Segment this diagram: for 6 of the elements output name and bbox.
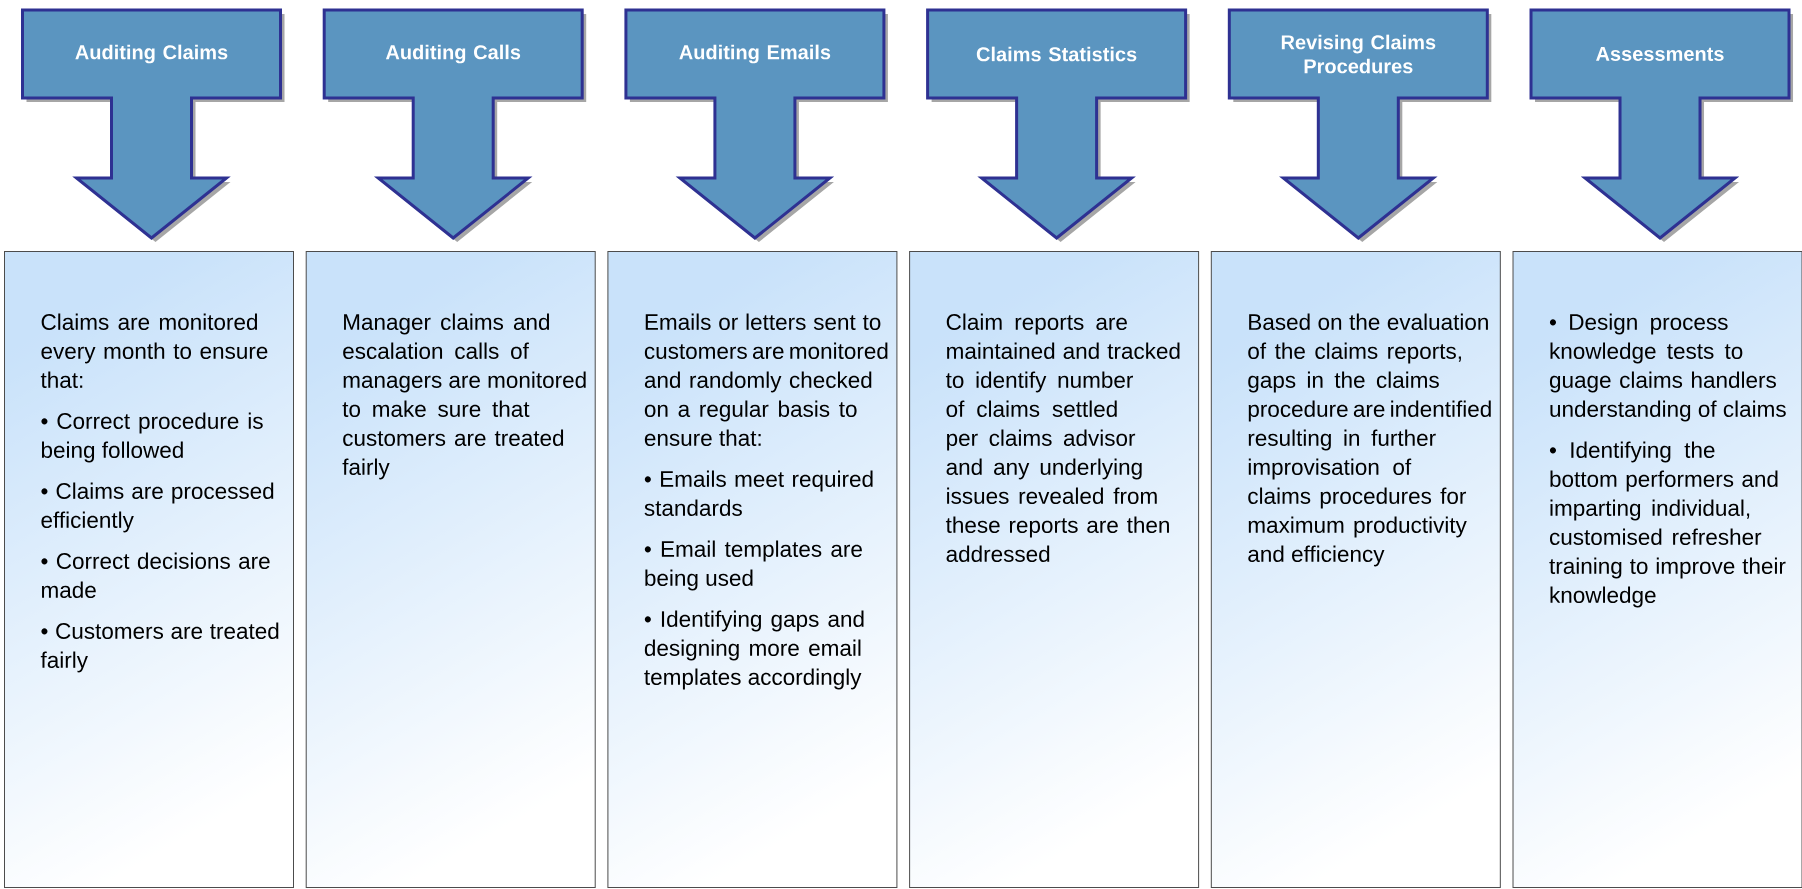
- text-box: Emails or letters sent to customers are monitored and randomly checked on a regular basis to ensure that: • Emails meet required standards • Email templates are being used • Identifying gaps and designing more email templates accordingly: [607, 251, 898, 888]
- text-box: Claims are monitored every month to ensure that: • Correct procedure is being followed • Claims are processed efficiently • Correct decisions are made • Customers are treated fairly: [4, 251, 294, 888]
- text-box: Manager claims and escalation calls of managers are monitored to make sure that customers are treated fairly: [305, 251, 596, 888]
- text-box: Based on the evaluation of the claims reports, gaps in the claims procedure are indentified resulting in further improvisation of claims procedures for maximum productivity and efficiency: [1210, 251, 1501, 888]
- text-box: • Design process knowledge tests to guage claims handlers understanding of claims • Identifying the bottom performers and imparting individual, customised refresher training to improve their knowledge: [1512, 251, 1802, 888]
- text-box: Claim reports are maintained and tracked to identify number of claims settled per claims advisor and any underlying issues revealed from these reports are then addressed: [909, 251, 1200, 888]
